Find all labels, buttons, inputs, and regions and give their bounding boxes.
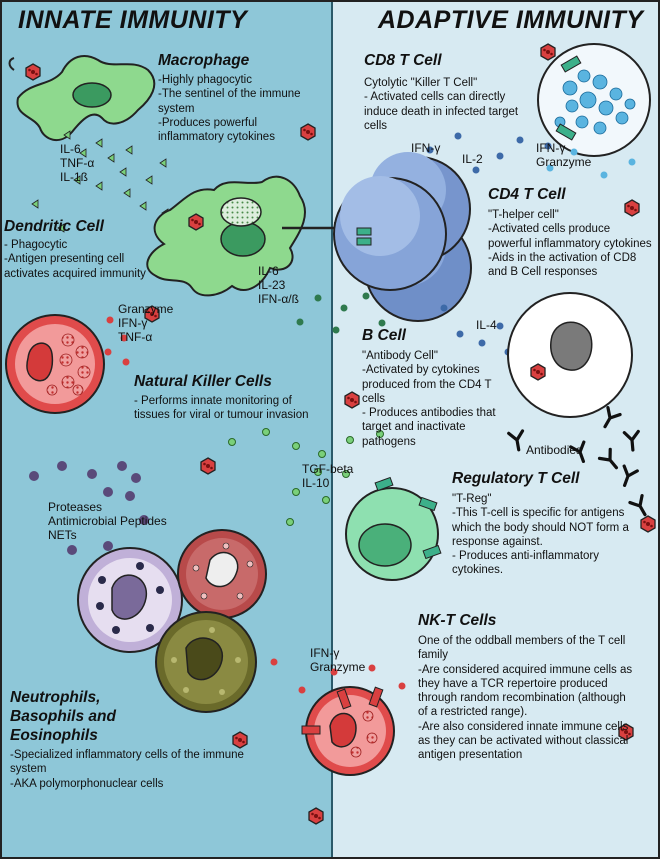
cd8-il2-label: IL-2 [462,152,483,166]
innate-panel-bg [0,0,332,859]
cd8-title: CD8 T Cell [364,52,442,69]
treg-cytokines: TGF-beta IL-10 [302,462,354,490]
virus-icon [530,363,546,381]
dendritic-cytokine-dots [296,292,386,334]
treg-cytokine-dots [228,428,384,526]
dendritic-cytokines: IL-6 IL-23 IFN-α/ß [258,264,299,306]
cd8-granzyme-dots [546,148,636,179]
antibodies-label: Antibodies [526,443,583,457]
nk-cytokine-dots [104,316,130,366]
nk-cytokines: Granzyme IFN-γ TNF-α [118,302,174,344]
bcell-desc: "Antibody Cell" -Activated by cytokines … [362,350,496,448]
granulocyte-products: Proteases Antimicrobial Peptides NETs [48,500,167,542]
dendritic-desc: - Phagocytic -Antigen presenting cell ac… [4,239,146,280]
macrophage-desc: -Highly phagocytic -The sentinel of the … [158,74,301,144]
cd8-granzyme-label: IFN-γ Granzyme [536,141,592,169]
nk-desc: - Performs innate monitoring of tissues … [134,395,309,422]
macrophage-title: Macrophage [158,52,250,69]
cd8-ifn-label: IFN-γ [411,141,441,155]
nk-cell [5,314,105,414]
cd8-target-cell [537,43,651,157]
treg-cell [345,476,442,581]
cd8-cytokine-dots [426,132,552,174]
innate-title: INNATE IMMUNITY [18,6,248,34]
cd4-t-cells [333,152,472,322]
virus-icon [25,63,41,81]
cd8-desc: Cytolytic "Killer T Cell" - Activated ce… [364,77,519,132]
virus-icon [200,457,216,475]
nkt-title: NK-T Cells [418,612,497,629]
b-cell [507,292,633,418]
dendritic-title: Dendritic Cell [4,218,104,235]
virus-icon [640,515,656,533]
macrophage-cytokines: IL-6 TNF-α IL-1ß [60,142,95,184]
macrophage-nucleus [72,82,112,108]
nkt-cytokines: IFN-γ Granzyme [310,646,366,674]
neutrophil-cell [177,529,267,619]
nkt-desc: One of the oddball members of the T cell… [418,635,633,762]
treg-desc: "T-Reg" -This T-cell is specific for ant… [452,493,629,577]
granulocyte-title: Neutrophils, Basophils and Eosinophils [10,689,116,744]
granulocyte-desc: -Specialized inflammatory cells of the i… [10,749,244,790]
nkt-cytokine-dots [270,658,406,694]
virus-icon [308,807,324,825]
eosinophil-cell [155,611,257,713]
nk-title: Natural Killer Cells [134,373,272,390]
virus-icon [232,731,248,749]
virus-icon [188,213,204,231]
basophil-cell [77,547,183,653]
virus-icon [540,43,556,61]
nkt-cell [301,686,395,776]
dendritic-nucleus [220,221,266,257]
treg-title: Regulatory T Cell [452,470,580,487]
cd4-desc: "T-helper cell" -Activated cells produce… [488,209,652,279]
il4-label: IL-4 [476,318,497,332]
macrophage-cytokine-triangles [31,130,169,233]
adaptive-title: ADAPTIVE IMMUNITY [378,6,644,34]
dendritic-phagosome [220,197,262,227]
granulocyte-product-dots [29,461,149,555]
cd4-title: CD4 T Cell [488,186,566,203]
virus-icon [344,391,360,409]
bcell-title: B Cell [362,327,406,344]
